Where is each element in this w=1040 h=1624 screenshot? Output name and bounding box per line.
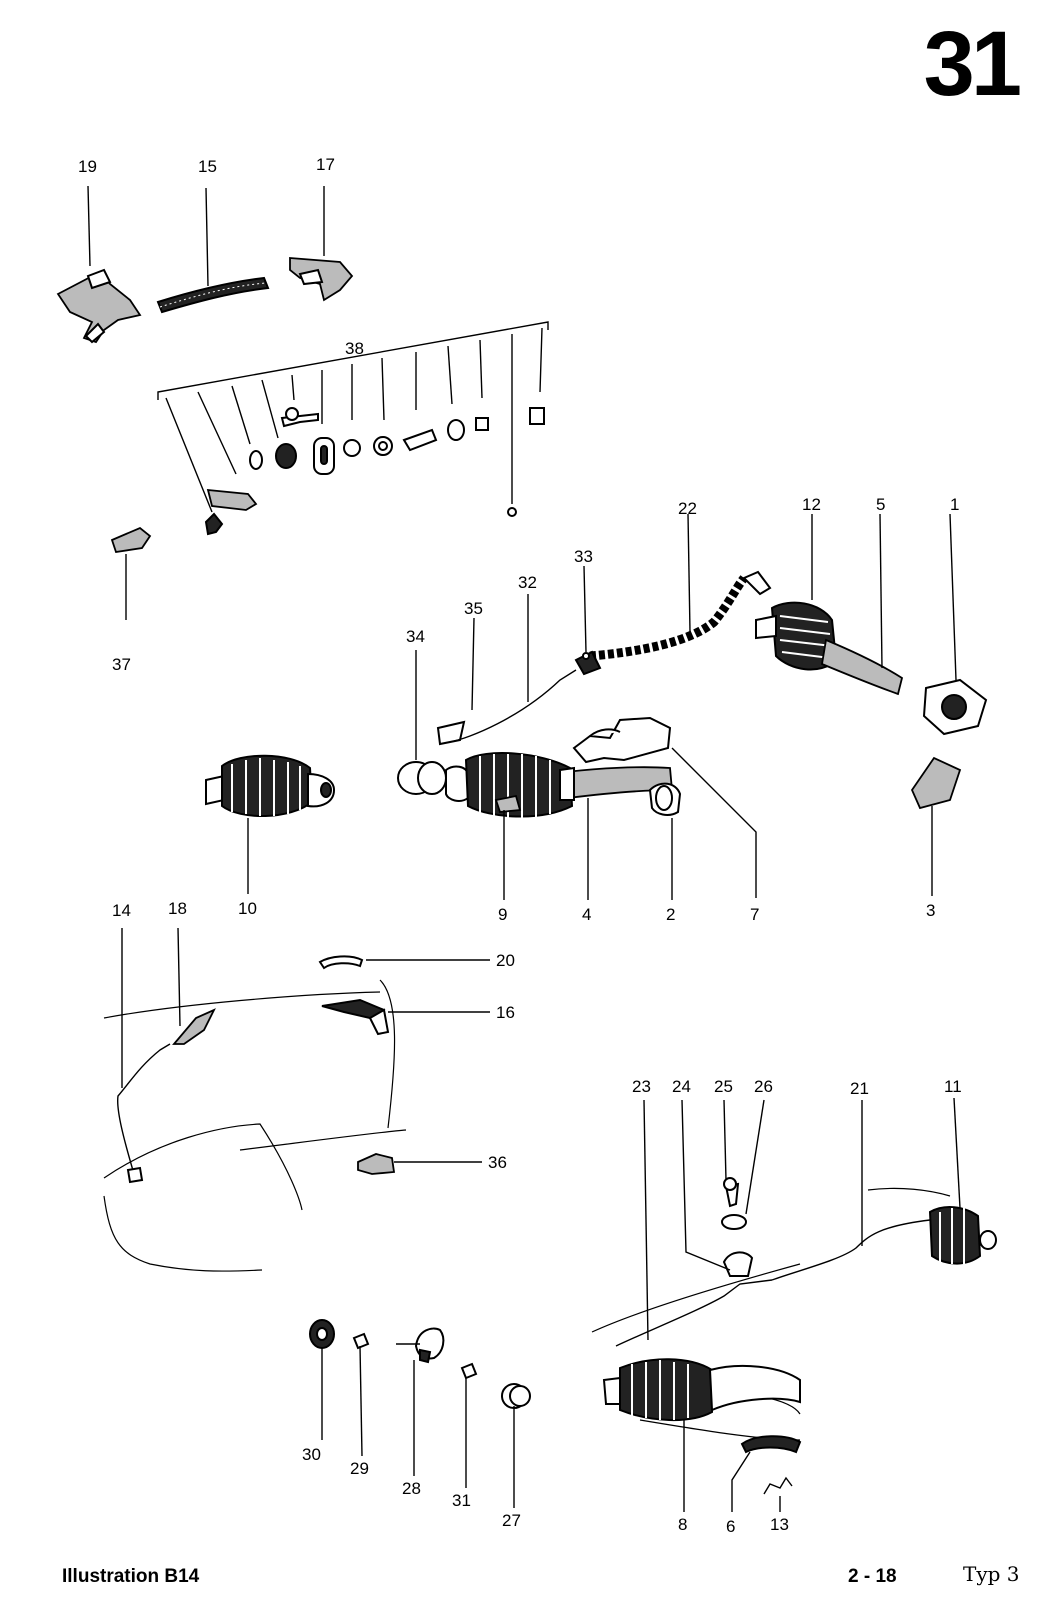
part-15-hose	[156, 276, 270, 314]
page-reference: 2 - 18	[848, 1566, 897, 1587]
part-21-cable	[771, 1219, 931, 1281]
page-number: 31	[923, 13, 1022, 115]
callout-2: 2	[666, 905, 675, 924]
callout-1: 1	[950, 495, 959, 514]
part-2-sleeve	[648, 782, 682, 816]
vehicle-type: Typ 3	[963, 1562, 1020, 1586]
callout-25: 25	[714, 1077, 733, 1096]
callout-23: 23	[632, 1077, 651, 1096]
callout-20: 20	[496, 951, 515, 970]
callout-38: 38	[345, 339, 364, 358]
part-14-cable	[116, 1043, 171, 1184]
part-37-clip	[110, 526, 152, 620]
callout-28: 28	[402, 1479, 421, 1498]
part-19-left-outlet	[56, 268, 142, 344]
part-18-outlet	[172, 1008, 216, 1045]
callout-5: 5	[876, 495, 885, 514]
part-22-cable-hose	[589, 570, 772, 661]
callout-numbers: 19 15 17 38 37 22 12 5 1 33 32 35 34 10 …	[78, 155, 962, 1536]
callout-29: 29	[350, 1459, 369, 1478]
body-outline-left	[103, 979, 407, 1272]
part-3-gasket	[910, 756, 962, 810]
parts-27-31	[309, 1319, 531, 1409]
callout-leader-lines	[87, 185, 961, 1512]
callout-34: 34	[406, 627, 425, 646]
callout-3: 3	[926, 901, 935, 920]
callout-31: 31	[452, 1491, 471, 1510]
callout-33: 33	[574, 547, 593, 566]
callout-35: 35	[464, 599, 483, 618]
callout-27: 27	[502, 1511, 521, 1530]
part-5-tube	[820, 638, 904, 696]
part-8-heater-box	[602, 1358, 801, 1421]
callout-24: 24	[672, 1077, 691, 1096]
callout-32: 32	[518, 573, 537, 592]
callout-21: 21	[850, 1079, 869, 1098]
callout-19: 19	[78, 157, 97, 176]
part-9-heater-box	[445, 752, 574, 818]
callout-8: 8	[678, 1515, 687, 1534]
parts-32-35	[397, 650, 602, 795]
part-11-fan	[928, 1206, 997, 1265]
part-4-tube	[559, 766, 673, 801]
part-10-heater-box	[205, 754, 336, 818]
callout-18: 18	[168, 899, 187, 918]
callout-7: 7	[750, 905, 759, 924]
callout-6: 6	[726, 1517, 735, 1536]
callout-36: 36	[488, 1153, 507, 1172]
callout-26: 26	[754, 1077, 773, 1096]
illustration-label: Illustration B14	[62, 1566, 200, 1587]
callout-17: 17	[316, 155, 335, 174]
part-13-clip	[763, 1476, 793, 1495]
callout-9: 9	[498, 905, 507, 924]
callout-30: 30	[302, 1445, 321, 1464]
part-38-kit	[157, 321, 549, 536]
part-17-right-outlet	[289, 257, 354, 302]
callout-11: 11	[944, 1077, 962, 1096]
callout-22: 22	[678, 499, 697, 518]
callout-16: 16	[496, 1003, 515, 1022]
callout-13: 13	[770, 1515, 789, 1534]
callout-37: 37	[112, 655, 131, 674]
part-20-clip	[318, 955, 364, 970]
part-6-clamp	[740, 1435, 802, 1454]
callout-12: 12	[802, 495, 821, 514]
callout-4: 4	[582, 905, 591, 924]
part-1-flange	[922, 678, 988, 736]
callout-10: 10	[238, 899, 257, 918]
part-36-clip	[357, 1153, 396, 1175]
callout-14: 14	[112, 901, 131, 920]
parts-24-26	[615, 1177, 773, 1347]
part-7-shield	[572, 716, 672, 764]
callout-15: 15	[198, 157, 217, 176]
part-16-outlet	[321, 998, 390, 1036]
